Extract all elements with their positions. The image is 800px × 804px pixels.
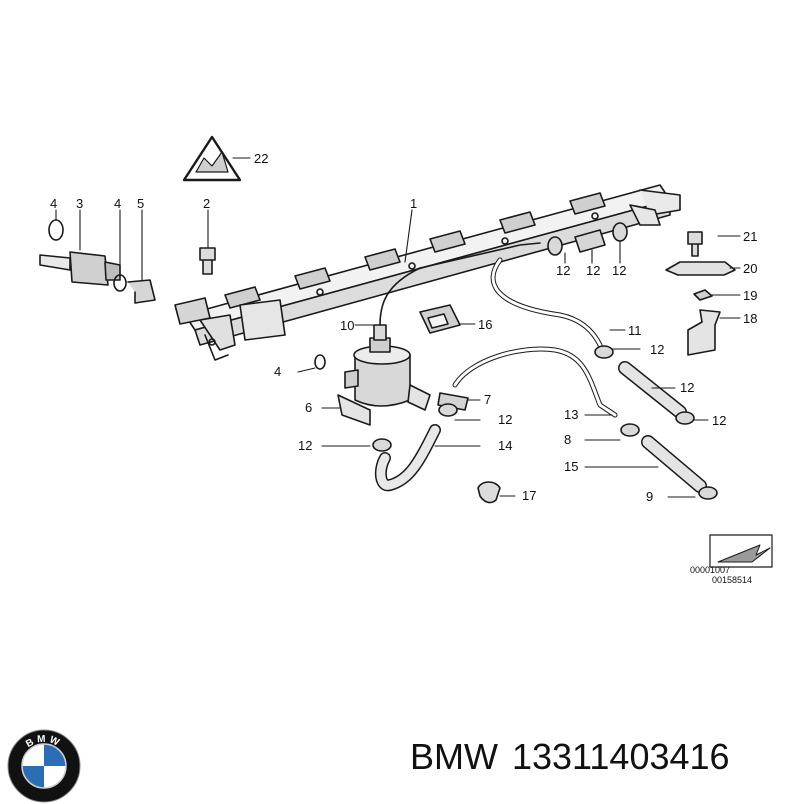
warning-triangle-icon (182, 135, 242, 182)
callout-labels: 4 3 4 5 2 1 22 10 16 11 12 12 12 12 12 4… (50, 151, 757, 585)
callout-11: 12 (586, 263, 600, 278)
callout-17: 17 (522, 488, 536, 503)
callout-7: 7 (484, 392, 491, 407)
callout-9: 11 (628, 323, 642, 338)
callout-1: 1 (410, 196, 417, 211)
callout-4: 4 (114, 196, 121, 211)
reference-code: 00001007 (690, 565, 730, 575)
callout-12: 8 (564, 432, 571, 447)
brand-name: BMW (410, 736, 498, 777)
callout-6: 6 (305, 400, 312, 415)
vacuum-hose (379, 242, 541, 326)
callout-16: 16 (478, 317, 492, 332)
bolt (199, 247, 216, 275)
connector-pipe (574, 229, 606, 253)
callout-22: 22 (254, 151, 268, 166)
part-caption: BMW 13311403416 (410, 736, 744, 778)
callout-12: 9 (646, 489, 653, 504)
bmw-logo-icon: BMW (7, 729, 81, 803)
reference-code: 00158514 (712, 575, 752, 585)
reference-box (709, 534, 773, 568)
callout-12: 12 (712, 413, 726, 428)
callout-12: 12 (650, 342, 664, 357)
bracket (687, 309, 721, 356)
o-ring (314, 354, 326, 370)
bolt (687, 231, 703, 257)
callout-15: 15 (564, 459, 578, 474)
callout-12: 12 (298, 438, 312, 453)
o-ring (48, 219, 64, 241)
bracket-plate (665, 261, 736, 276)
callout-13: 13 (564, 407, 578, 422)
callout-4: 4 (50, 196, 57, 211)
callout-2: 2 (203, 196, 210, 211)
injector-clip (127, 279, 156, 304)
callout-12: 12 (556, 263, 570, 278)
leader-lines (55, 157, 741, 498)
svg-text:BMW: BMW (24, 734, 63, 750)
callout-18: 18 (743, 311, 757, 326)
fuel-injector (39, 251, 121, 286)
callout-4: 4 (274, 364, 281, 379)
fuel-rail (174, 184, 681, 361)
callout-8: 10 (340, 318, 354, 333)
grommet (477, 481, 501, 504)
callout-20: 20 (743, 261, 757, 276)
callout-14: 14 (498, 438, 512, 453)
callout-3: 3 (76, 196, 83, 211)
return-hose (490, 257, 603, 348)
callout-12: 12 (612, 263, 626, 278)
part-number: 13311403416 (511, 736, 730, 777)
callout-21: 21 (743, 229, 757, 244)
callout-12: 12 (498, 412, 512, 427)
callout-19: 19 (743, 288, 757, 303)
callout-10: 12 (680, 380, 694, 395)
callout-5: 5 (137, 196, 144, 211)
nut (693, 289, 713, 301)
pressure-regulator (337, 337, 431, 426)
